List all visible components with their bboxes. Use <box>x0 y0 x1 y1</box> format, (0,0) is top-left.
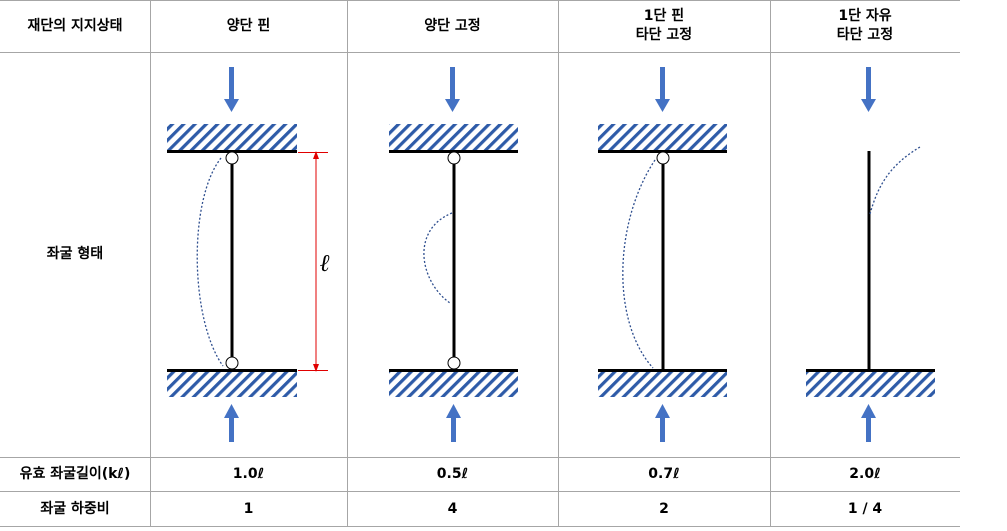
load-ratio-label-text: 좌굴 하중비 <box>40 500 110 517</box>
effective-length-label-text: 유효 좌굴길이(kℓ) <box>19 465 131 482</box>
effective-length-value: 2.0ℓ <box>770 457 960 491</box>
bottom-support-hatch <box>598 372 727 397</box>
header-line: 타단 고정 <box>635 27 693 43</box>
header-line: 1단 자유 <box>838 8 892 24</box>
load-ratio-value: 2 <box>558 491 770 527</box>
shape-row-label-text: 좌굴 형태 <box>46 246 104 262</box>
bottom-load-arrow <box>861 404 876 442</box>
header-line: 타단 고정 <box>836 27 894 43</box>
diagram-free-fixed <box>806 67 935 442</box>
bottom-support-hatch <box>806 372 935 397</box>
header-col-fixed-fixed: 양단 고정 <box>347 0 558 52</box>
effective-length-text: 1.0ℓ <box>232 465 265 482</box>
load-ratio-value: 1 <box>150 491 347 527</box>
top-load-arrow <box>445 67 460 112</box>
shape-row-label: 좌굴 형태 <box>0 52 150 457</box>
bottom-support-hatch <box>389 372 518 397</box>
diagram-pinned-fixed <box>598 67 727 442</box>
bottom-pin <box>447 356 461 370</box>
effective-length-text: 0.5ℓ <box>436 465 469 482</box>
top-pin <box>656 151 670 165</box>
bottom-load-arrow <box>224 404 239 442</box>
header-line: 양단 고정 <box>424 17 481 34</box>
bottom-pin <box>225 356 239 370</box>
header-col-pinned-pinned: 양단 핀 <box>150 0 347 52</box>
bottom-load-arrow <box>446 404 461 442</box>
top-pin <box>225 151 239 165</box>
buckled-shape <box>423 212 453 304</box>
effective-length-text: 2.0ℓ <box>849 465 881 482</box>
header-col-pinned-fixed: 1단 핀 타단 고정 <box>558 0 770 52</box>
buckled-shape <box>869 146 921 215</box>
load-ratio-value: 1 / 4 <box>770 491 960 527</box>
header-row-label: 재단의 지지상태 <box>0 0 150 52</box>
diagram-fixed-fixed <box>389 67 518 442</box>
top-load-arrow <box>224 67 239 112</box>
bottom-support-hatch <box>167 372 297 397</box>
header-row-label-text: 재단의 지지상태 <box>27 17 123 34</box>
effective-length-value: 0.7ℓ <box>558 457 770 491</box>
length-dimension <box>298 151 328 372</box>
top-support-hatch <box>598 124 727 151</box>
length-symbol: ℓ <box>320 248 330 277</box>
effective-length-text: 0.7ℓ <box>648 465 680 482</box>
effective-length-value: 1.0ℓ <box>150 457 347 491</box>
load-ratio-text: 2 <box>659 500 669 517</box>
header-line: 1단 핀 <box>643 8 685 24</box>
effective-length-label: 유효 좌굴길이(kℓ) <box>0 457 150 491</box>
effective-length-value: 0.5ℓ <box>347 457 558 491</box>
diagram-pinned-pinned: ℓ <box>167 67 330 442</box>
load-ratio-text: 4 <box>447 500 458 517</box>
top-pin <box>447 151 461 165</box>
load-ratio-text: 1 / 4 <box>847 500 883 517</box>
top-support-hatch <box>389 124 518 151</box>
header-col-free-fixed: 1단 자유 타단 고정 <box>770 0 960 52</box>
load-ratio-value: 4 <box>347 491 558 527</box>
top-load-arrow <box>861 67 876 112</box>
load-ratio-text: 1 <box>243 500 254 517</box>
load-ratio-label: 좌굴 하중비 <box>0 491 150 527</box>
buckled-shape <box>622 159 656 369</box>
top-support-hatch <box>167 124 297 151</box>
bottom-load-arrow <box>655 404 670 442</box>
header-line: 양단 핀 <box>226 17 271 34</box>
buckled-shape <box>196 157 224 367</box>
top-load-arrow <box>655 67 670 112</box>
